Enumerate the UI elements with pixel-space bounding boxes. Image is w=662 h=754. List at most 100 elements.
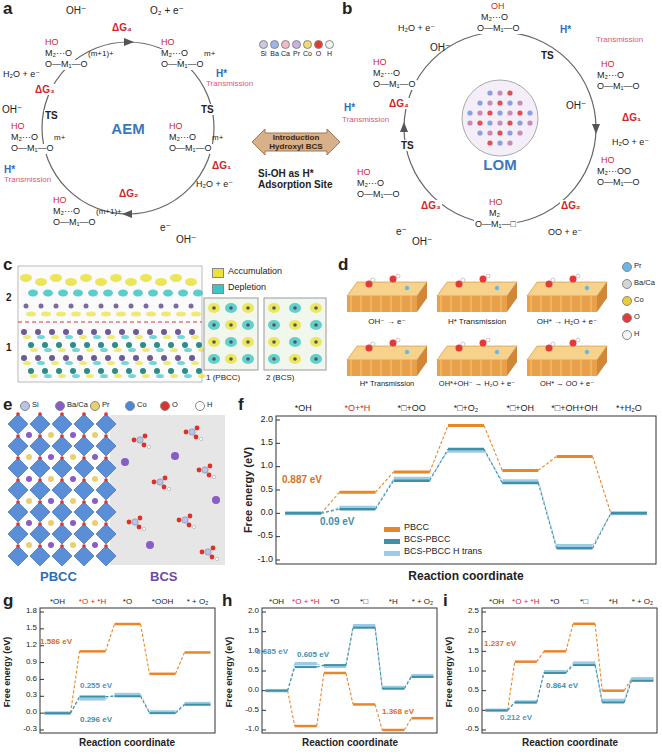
- density-blob: [225, 320, 237, 330]
- label: *□+OO: [398, 404, 426, 414]
- density-blob: [191, 335, 199, 339]
- atom: [272, 340, 276, 344]
- label: *O + *H: [292, 598, 319, 607]
- label: 0.296 eV: [80, 716, 112, 725]
- label: *O: [550, 598, 559, 607]
- atom: [48, 432, 54, 438]
- atom: [26, 454, 32, 460]
- oxygen-atom: [152, 480, 157, 485]
- silicon-atom: [205, 549, 211, 555]
- label: OH⁻ → e⁻: [368, 318, 405, 327]
- label: c: [3, 256, 12, 275]
- legend-text: Pr: [634, 262, 642, 270]
- label: 2 (BCS): [266, 374, 294, 383]
- oxygen-atom: [60, 456, 64, 460]
- label: 1.8: [26, 607, 37, 616]
- label: 1.5: [468, 647, 479, 656]
- label: *OH: [295, 404, 312, 414]
- energy-connector: [375, 479, 393, 508]
- atom: [229, 357, 233, 361]
- slab-stripe: [371, 296, 372, 312]
- energy-level: [557, 544, 593, 548]
- cation-atom: [146, 541, 154, 549]
- energy-level: [339, 506, 375, 510]
- octahedron: [8, 436, 28, 456]
- label: TS: [400, 140, 415, 151]
- atom: [585, 350, 589, 354]
- energy-connector: [508, 662, 515, 711]
- energy-level: [411, 674, 433, 678]
- atom: [91, 355, 97, 361]
- atom: [497, 140, 502, 145]
- atom: [28, 368, 34, 374]
- atom: [168, 342, 174, 348]
- oxygen-atom: [210, 555, 215, 560]
- label: b: [342, 0, 352, 19]
- energy-connector: [288, 667, 295, 691]
- label: HO: [372, 58, 388, 68]
- energy-level: [115, 695, 141, 697]
- legend-swatch: [212, 268, 224, 278]
- slab-top: [527, 346, 607, 360]
- energy-connector: [537, 672, 544, 702]
- slab-stripe: [471, 360, 472, 376]
- hydrogen-atom: [461, 278, 465, 282]
- inset-frame: [264, 298, 326, 370]
- octahedron: [96, 458, 116, 478]
- oxygen-atom: [104, 412, 108, 416]
- atom: [517, 110, 522, 115]
- silicon-atom: [157, 479, 163, 485]
- hydrogen-atom: [212, 475, 215, 478]
- label: 0.9: [26, 658, 37, 667]
- slab-stripe: [571, 360, 572, 376]
- energy-level: [185, 704, 211, 706]
- depletion-blob: [58, 290, 68, 297]
- label: HO: [10, 122, 26, 132]
- oxygen-atom: [60, 500, 64, 504]
- legend-swatch: [303, 40, 312, 49]
- atom: [21, 329, 27, 335]
- density-blob: [93, 335, 101, 339]
- label: Reaction coordinate: [408, 570, 523, 583]
- hydrogen-atom: [461, 342, 465, 346]
- depletion-blob: [88, 290, 98, 297]
- energy-level: [394, 477, 430, 481]
- atom: [48, 542, 54, 548]
- cycle-node: AEM: [0, 30, 252, 248]
- label: OH⁻: [66, 5, 86, 16]
- accumulation-blob: [41, 312, 51, 317]
- accumulation-blob: [185, 278, 197, 286]
- silicon-atom: [182, 517, 188, 523]
- atom: [28, 342, 34, 348]
- cycle-circle: [404, 32, 596, 224]
- slab-stripe: [351, 296, 352, 312]
- axis-tick: [40, 696, 44, 697]
- energy-level: [631, 677, 653, 681]
- atom: [84, 304, 89, 309]
- energy-level: [573, 623, 595, 626]
- accumulation-blob: [50, 274, 62, 282]
- axis-tick: [276, 489, 280, 490]
- cycle-arrowhead: [124, 38, 134, 46]
- energy-level: [45, 711, 71, 715]
- label: Reaction coordinate: [79, 737, 175, 748]
- oxygen-atom: [16, 478, 20, 482]
- energy-connector: [106, 695, 115, 699]
- label: (m+1)+: [96, 208, 122, 217]
- accumulation-blob: [140, 274, 152, 282]
- oxygen-atom: [16, 412, 20, 416]
- atom: [293, 323, 297, 327]
- density-blob: [184, 374, 192, 378]
- energy-connector: [538, 483, 556, 548]
- inset-frame: [204, 298, 258, 370]
- energy-connector: [321, 492, 339, 513]
- hydrogen-atom: [486, 338, 490, 342]
- oxygen-atom: [16, 544, 20, 548]
- energy-connector: [566, 624, 573, 652]
- energy-connector: [141, 695, 150, 712]
- oxygen-atom: [188, 514, 193, 519]
- label: 0.09 eV: [320, 516, 354, 527]
- octahedron: [52, 502, 72, 522]
- depletion-blob: [133, 290, 143, 297]
- atom: [507, 100, 512, 105]
